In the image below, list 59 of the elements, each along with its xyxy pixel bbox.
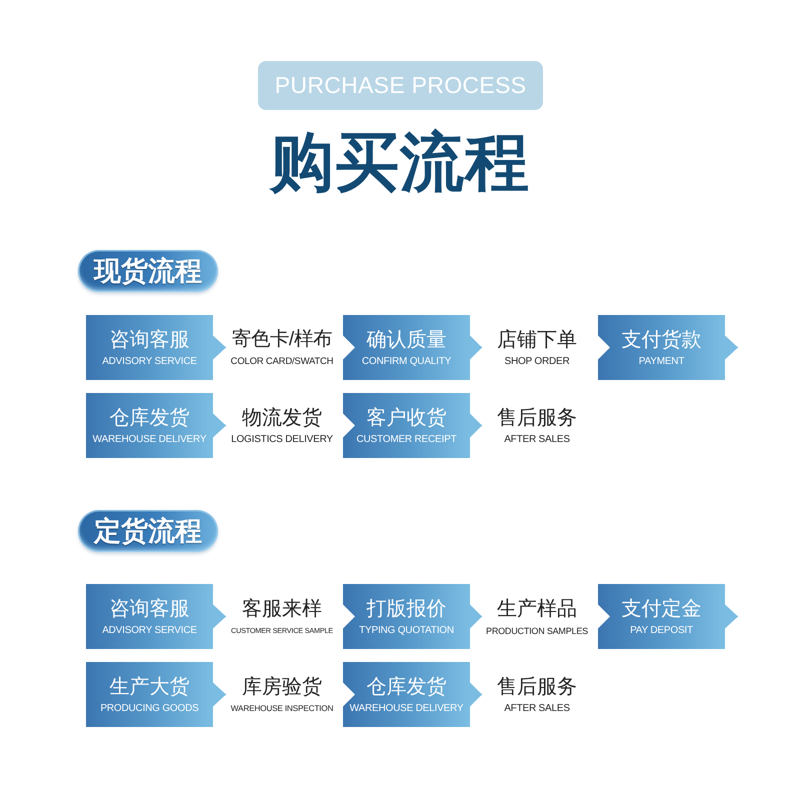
arrow <box>470 336 482 360</box>
step-subtitle: AFTER SALES <box>504 702 570 714</box>
step-subtitle: ADVISORY SERVICE <box>102 624 197 636</box>
step-subtitle: WAREHOUSE DELIVERY <box>92 434 206 446</box>
step-title: 咨询客服 <box>110 596 190 620</box>
step-title: 物流发货 <box>242 406 322 430</box>
arrow <box>725 336 738 360</box>
step-subtitle: CUSTOMER RECEIPT <box>356 434 456 446</box>
title-banner: PURCHASE PROCESS <box>258 61 543 110</box>
step-title: 支付货款 <box>622 328 702 352</box>
step-subtitle: COLOR CARD/SWATCH <box>230 356 334 368</box>
step-title: 打版报价 <box>366 596 446 620</box>
process-box <box>86 315 213 380</box>
step-subtitle: PAYMENT <box>638 356 684 368</box>
step-title: 生产样品 <box>497 596 577 620</box>
step-title: 仓库发货 <box>366 674 446 698</box>
arrow <box>470 604 482 628</box>
arrow <box>470 414 482 438</box>
step-subtitle: TYPING QUOTATION <box>359 624 454 636</box>
step-title: 售后服务 <box>497 674 577 698</box>
step-subtitle: SHOP ORDER <box>504 356 570 368</box>
arrow <box>213 414 226 438</box>
step-subtitle: PAY DEPOSIT <box>630 624 693 636</box>
arrow <box>725 604 738 628</box>
arrow <box>213 604 226 628</box>
step-subtitle: AFTER SALES <box>504 434 570 446</box>
step-title: 仓库发货 <box>110 406 190 430</box>
process-box <box>86 584 213 649</box>
step-title: 生产大货 <box>110 674 190 698</box>
arrow <box>470 682 482 706</box>
arrow <box>213 336 226 360</box>
step-subtitle: CONFIRM QUALITY <box>362 356 452 368</box>
step-title: 支付定金 <box>622 596 702 620</box>
step-subtitle: WAREHOUSE INSPECTION <box>230 702 334 714</box>
step-title: 库房验货 <box>242 674 322 698</box>
step-subtitle: WAREHOUSE DELIVERY <box>350 702 464 714</box>
step-title: 寄色卡/样布 <box>232 328 332 352</box>
process-box <box>343 662 470 727</box>
step-title: 咨询客服 <box>110 328 190 352</box>
arrow <box>213 682 226 706</box>
step-title: 客服来样 <box>242 596 322 620</box>
step-subtitle: PRODUCTION SAMPLES <box>486 624 588 636</box>
process-box <box>343 315 470 380</box>
process-box <box>343 584 470 649</box>
step-subtitle: PRODUCING GOODS <box>100 702 199 714</box>
process-box <box>598 315 725 380</box>
process-box <box>86 393 213 458</box>
section-heading: 现货流程 <box>78 250 218 292</box>
process-box <box>343 393 470 458</box>
step-title: 售后服务 <box>497 406 577 430</box>
step-title: 店铺下单 <box>497 328 577 352</box>
page-title: 购买流程 <box>270 125 530 200</box>
process-box <box>598 584 725 649</box>
step-subtitle: ADVISORY SERVICE <box>102 356 197 368</box>
step-title: 确认质量 <box>366 328 446 352</box>
step-title: 客户收货 <box>366 406 446 430</box>
section-heading: 定货流程 <box>78 510 218 552</box>
step-subtitle: LOGISTICS DELIVERY <box>231 434 333 446</box>
process-box <box>86 662 213 727</box>
